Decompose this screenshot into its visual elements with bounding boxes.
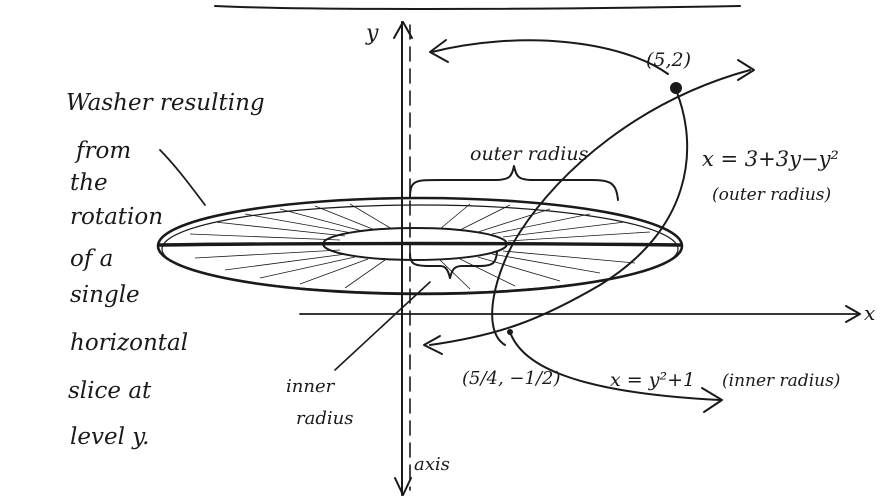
axis-label: axis bbox=[414, 454, 450, 475]
inner-curve-lower bbox=[509, 331, 721, 401]
washer-hatching bbox=[189, 203, 651, 290]
point-upper-dot bbox=[670, 82, 682, 94]
x-axis-label: x bbox=[864, 301, 875, 325]
inner-curve: x = y²+1 (inner radius) bbox=[423, 89, 840, 413]
outer-curve-note: (outer radius) bbox=[712, 185, 831, 205]
caption-line-2: from bbox=[74, 138, 131, 164]
caption-line-9: level y. bbox=[70, 424, 150, 450]
point-upper: (5,2) bbox=[646, 49, 691, 94]
washer-outer-rim-echo bbox=[161, 204, 679, 294]
point-lower-dot bbox=[507, 329, 513, 335]
caption-line-3: the bbox=[70, 170, 108, 196]
inner-brace-shape bbox=[409, 251, 498, 279]
caption-pointer bbox=[159, 149, 206, 206]
y-axis: y axis bbox=[365, 21, 450, 496]
inner-radius-pointer bbox=[334, 281, 431, 371]
y-axis-arrowhead bbox=[393, 21, 413, 39]
caption-line-4: rotation bbox=[70, 204, 163, 230]
rotation-arrow-top bbox=[429, 39, 669, 75]
point-lower: (5/4, −1/2) bbox=[462, 329, 561, 389]
rotation-arrow-top-curve bbox=[431, 39, 669, 75]
outer-brace-shape bbox=[409, 165, 619, 201]
outer-curve-path bbox=[491, 69, 751, 346]
inner-curve-equation: x = y²+1 bbox=[610, 369, 695, 391]
inner-radius-label-line1: inner bbox=[286, 376, 336, 397]
inner-curve-arrowhead-left bbox=[423, 335, 443, 355]
outer-radius-label: outer radius bbox=[470, 143, 589, 165]
caption: Washer resulting from the rotation of a … bbox=[66, 90, 265, 450]
axis-arrowhead-bottom bbox=[394, 477, 412, 496]
x-axis: x bbox=[299, 301, 875, 325]
outer-curve-arrowhead bbox=[737, 59, 755, 81]
caption-line-6: single bbox=[70, 282, 140, 308]
point-lower-label: (5/4, −1/2) bbox=[462, 368, 561, 389]
point-upper-label: (5,2) bbox=[646, 49, 691, 71]
washer-outer-rim bbox=[156, 196, 684, 296]
y-axis-label: y bbox=[365, 21, 379, 46]
outer-radius-brace: outer radius bbox=[409, 143, 619, 201]
cropped-text-remnant bbox=[214, 5, 741, 10]
inner-curve-path bbox=[429, 89, 689, 346]
caption-line-1: Washer resulting bbox=[66, 90, 265, 116]
outer-curve-equation: x = 3+3y−y² bbox=[702, 147, 839, 171]
washer bbox=[156, 196, 684, 296]
rotation-arrow-top-head bbox=[429, 39, 449, 63]
inner-curve-arrowhead-right bbox=[701, 387, 723, 413]
inner-radius-label-line2: radius bbox=[296, 408, 353, 429]
inner-radius-brace: inner radius bbox=[286, 251, 498, 429]
outer-curve: x = 3+3y−y² (outer radius) bbox=[491, 59, 839, 346]
caption-line-8: slice at bbox=[68, 378, 152, 404]
caption-line-5: of a bbox=[70, 246, 113, 272]
inner-curve-note: (inner radius) bbox=[722, 371, 840, 391]
x-axis-arrowhead bbox=[845, 305, 861, 323]
washer-center-band bbox=[158, 241, 682, 247]
caption-line-7: horizontal bbox=[70, 330, 188, 356]
